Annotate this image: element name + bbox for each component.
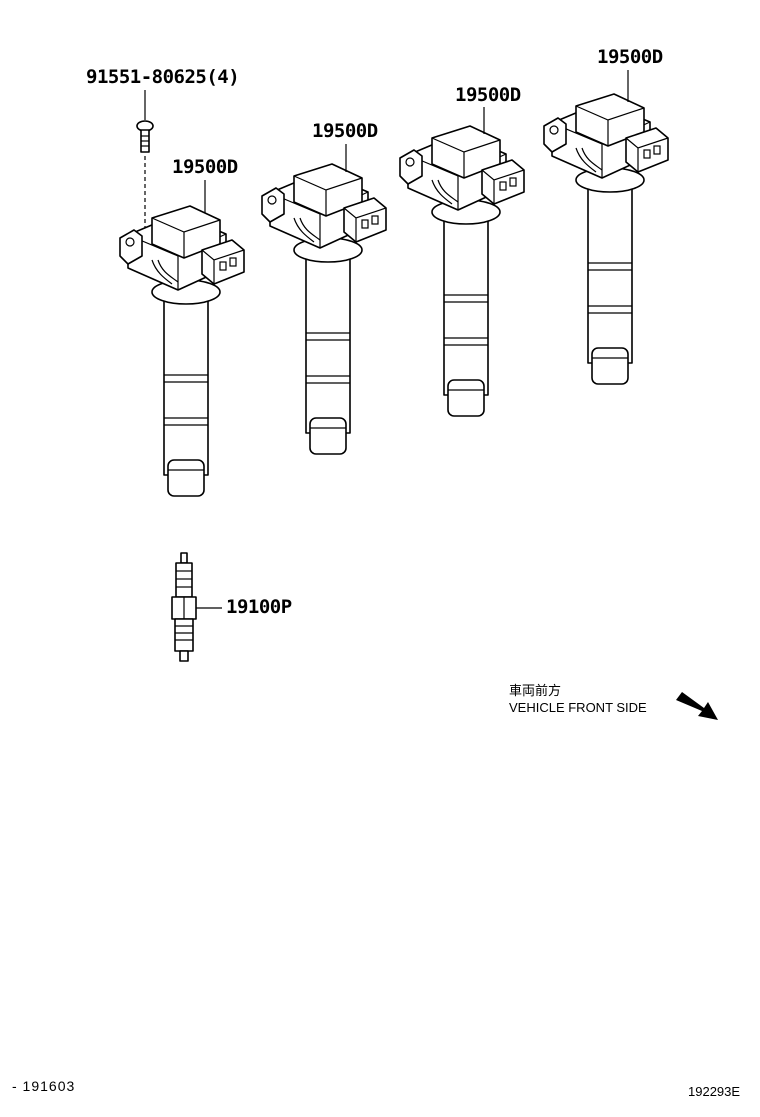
coil-1-part-number: 19500D <box>172 156 238 178</box>
ignition-coil-4 <box>543 93 669 385</box>
coil-2-part-number: 19500D <box>312 120 378 142</box>
ignition-coil-3 <box>399 125 525 417</box>
arrow-down-right-icon <box>676 692 718 720</box>
footer-right-code: 192293E <box>688 1084 741 1099</box>
bolt-part-number: 91551-80625(4) <box>86 66 240 88</box>
spark-plug <box>171 552 222 662</box>
spark-plug-part-number: 19100P <box>226 596 292 618</box>
bolt <box>136 90 154 228</box>
direction-label-jp: 車両前方 <box>509 683 562 698</box>
direction-label-en: VEHICLE FRONT SIDE <box>509 700 647 715</box>
ignition-coil-2 <box>261 163 387 455</box>
coil-4-part-number: 19500D <box>597 46 663 68</box>
coil-3-part-number: 19500D <box>455 84 521 106</box>
ignition-coil-1 <box>119 205 245 497</box>
footer-left-code: - 191603 <box>12 1078 76 1094</box>
